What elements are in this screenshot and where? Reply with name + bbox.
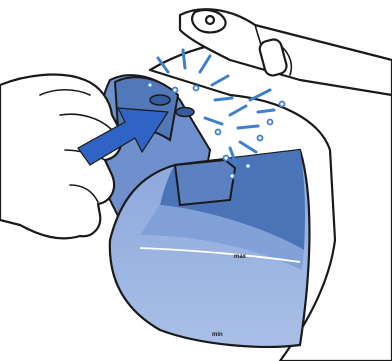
max-mark-label: max — [234, 254, 247, 260]
min-mark-label: min — [212, 332, 223, 338]
